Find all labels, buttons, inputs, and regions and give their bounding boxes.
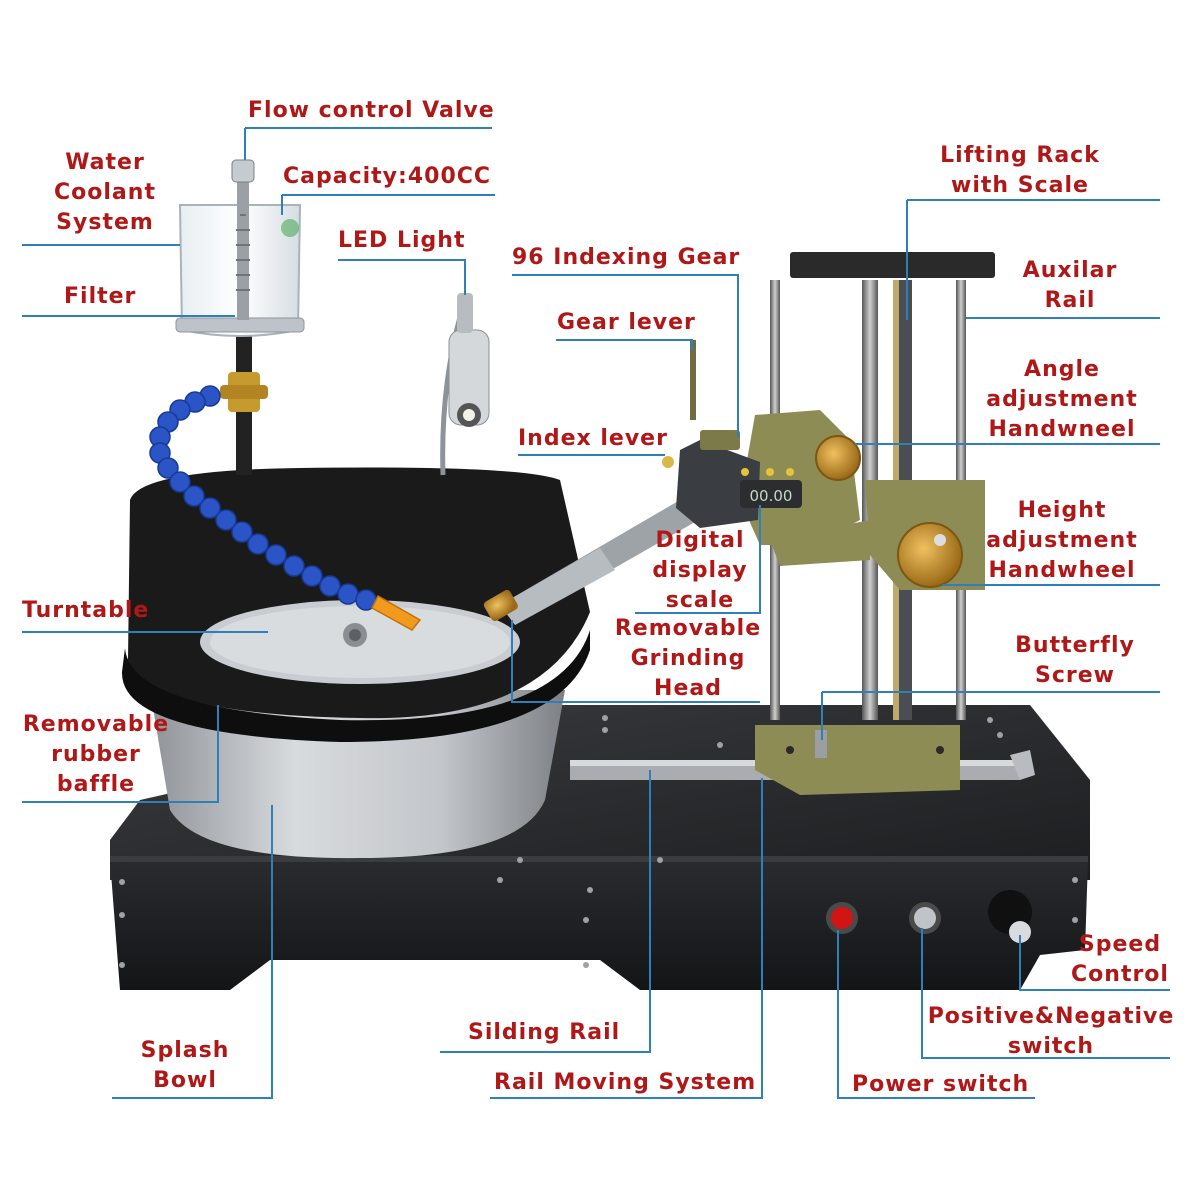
label-angle-handwheel: Angle adjustment Handwneel: [986, 357, 1138, 442]
led-light-shape: [440, 293, 490, 476]
leader-grinding-head: [511, 620, 760, 703]
turntable-shape: [200, 600, 520, 684]
leader-gear-lever: [556, 339, 693, 350]
label-speed-control: Speed Control: [1071, 932, 1169, 987]
label-turntable: Turntable: [22, 598, 150, 623]
label-auxilar-rail: Auxilar Rail: [1022, 258, 1118, 313]
label-led-light: LED Light: [338, 228, 466, 253]
label-splash-bowl: Splash Bowl: [140, 1038, 230, 1093]
leader-splash-bowl: [112, 805, 273, 1099]
leader-digital-display: [635, 505, 761, 614]
grinding-arm-shape: [483, 500, 695, 625]
leader-rubber-baffle: [22, 705, 219, 803]
label-indexing-gear: 96 Indexing Gear: [512, 245, 741, 270]
leader-power-switch: [837, 930, 1035, 1099]
front-controls-shape: [826, 890, 1032, 943]
label-grinding-head: Removable Grinding Head: [614, 616, 762, 701]
label-filter: Filter: [64, 284, 137, 309]
label-water-coolant-system: Water Coolant System: [54, 150, 156, 235]
label-gear-lever: Gear lever: [557, 310, 696, 335]
label-lifting-rack: Lifting Rack with Scale: [940, 143, 1100, 198]
leader-rail-moving-system: [490, 778, 763, 1099]
height-block-shape: [770, 480, 985, 590]
label-index-lever: Index lever: [518, 426, 668, 451]
leader-sliding-rail: [440, 770, 651, 1053]
carriage-shape: [755, 725, 960, 795]
coolant-system-shape: [175, 159, 305, 475]
label-capacity: Capacity:400CC: [283, 164, 492, 189]
label-power-switch: Power switch: [852, 1072, 1030, 1097]
leader-indexing-gear: [512, 274, 739, 438]
leader-pos-neg-switch: [921, 928, 1170, 1059]
leader-butterfly-screw: [821, 691, 1160, 740]
leader-speed-control: [1019, 935, 1170, 991]
label-butterfly-screw: Butterfly Screw: [1015, 633, 1135, 688]
display-reading: 00.00: [750, 487, 793, 505]
label-digital-display: Digital display scale: [652, 528, 748, 613]
leader-led-light: [338, 259, 466, 295]
leader-flow-control-valve: [244, 127, 492, 160]
leader-lifting-rack: [906, 199, 1160, 320]
label-sliding-rail: Silding Rail: [468, 1020, 621, 1045]
coolant-hose-shape: [149, 385, 422, 631]
label-height-handwheel: Height adjustment Handwheel: [986, 498, 1138, 583]
grinding-head-shape: 00.00: [662, 340, 861, 545]
label-pos-neg-switch: Positive&Negative switch: [927, 1004, 1175, 1059]
leader-capacity: [281, 194, 495, 215]
label-rubber-baffle: Removable rubber baffle: [22, 712, 170, 797]
label-flow-control-valve: Flow control Valve: [248, 98, 495, 123]
label-rail-moving-system: Rail Moving System: [494, 1070, 757, 1095]
